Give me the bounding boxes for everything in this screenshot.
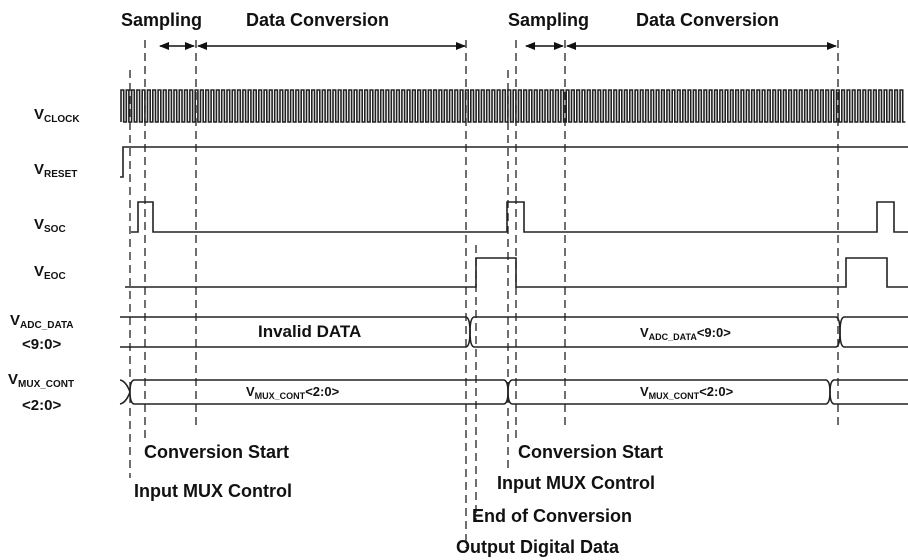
reset-waveform	[120, 146, 908, 178]
signal-label-reset: VRESET	[34, 161, 77, 180]
mux-value-label-1: VMUX_CONT<2:0>	[246, 384, 340, 401]
mux-value-label-2: VMUX_CONT<2:0>	[640, 384, 734, 401]
adc-invalid-data-label: Invalid DATA	[258, 322, 361, 341]
mux-bus-segment-3	[829, 379, 908, 405]
soc-waveform	[131, 201, 908, 233]
adc-valid-data-label: VADC_DATA<9:0>	[640, 325, 731, 342]
signal-label-mux-cont: VMUX_CONT	[8, 371, 74, 390]
event-conversion-start-1: Conversion Start	[144, 442, 289, 462]
event-conversion-start-2: Conversion Start	[518, 442, 663, 462]
phase-label-conversion-1: Data Conversion	[246, 10, 389, 30]
clock-waveform	[120, 89, 906, 123]
adc-bus-segment-3	[839, 316, 908, 348]
event-input-mux-control-1: Input MUX Control	[134, 481, 292, 501]
phase-label-sampling-1: Sampling	[121, 10, 202, 30]
phase-label-conversion-2: Data Conversion	[636, 10, 779, 30]
signal-label-soc: VSOC	[34, 216, 66, 235]
signal-label-clock: VCLOCK	[34, 106, 80, 125]
mux-bus-segment-0	[119, 379, 131, 405]
signal-label-eoc: VEOC	[34, 263, 66, 282]
signal-range-mux-cont: <2:0>	[22, 397, 61, 414]
event-end-of-conversion: End of Conversion	[472, 506, 632, 526]
signal-range-adc-data: <9:0>	[22, 336, 61, 353]
signal-label-adc-data: VADC_DATA	[10, 312, 74, 331]
event-input-mux-control-2: Input MUX Control	[497, 473, 655, 493]
phase-label-sampling-2: Sampling	[508, 10, 589, 30]
event-output-digital-data: Output Digital Data	[456, 537, 620, 557]
adc-bus-segment-2	[469, 316, 841, 348]
